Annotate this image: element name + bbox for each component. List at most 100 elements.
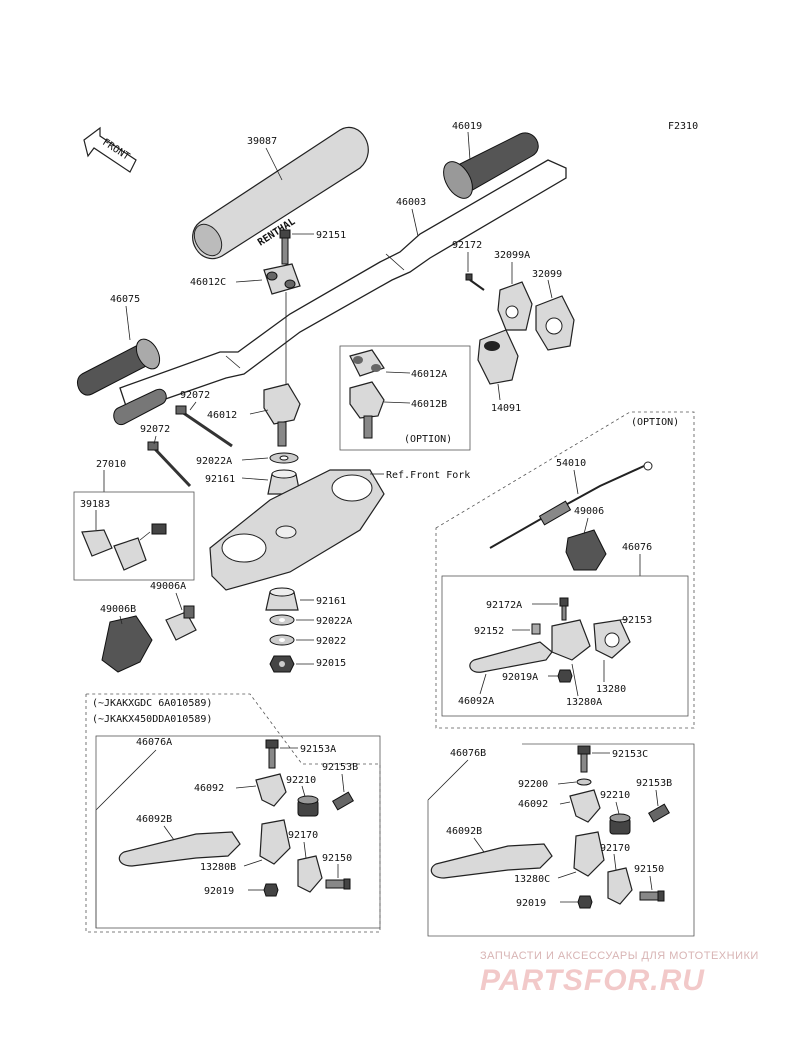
brake-lever-46092b-a bbox=[118, 831, 241, 867]
label-14091: 14091 bbox=[491, 403, 521, 414]
nut-92015 bbox=[269, 655, 295, 673]
label-92200: 92200 bbox=[518, 779, 548, 790]
option-clamp-box bbox=[339, 345, 471, 451]
bolt-92150-a bbox=[325, 878, 351, 890]
clutch-lever-assembly-box bbox=[441, 575, 689, 717]
label-27010: 27010 bbox=[96, 459, 126, 470]
label-46075: 46075 bbox=[110, 294, 140, 305]
label-92019-b: 92019 bbox=[516, 898, 546, 909]
option-label-clamp: (OPTION) bbox=[404, 434, 452, 445]
bolt-92153b-b bbox=[648, 803, 670, 823]
label-92161-lower: 92161 bbox=[316, 596, 346, 607]
vin-line-1: (~JKAKXGDC 6A010589) bbox=[92, 698, 212, 709]
label-46092b-a: 46092B bbox=[136, 814, 172, 825]
switch-assembly-box bbox=[73, 491, 195, 581]
watermark: ЗАПЧАСТИ И АКСЕССУАРЫ ДЛЯ МОТОТЕХНИКИ PA… bbox=[480, 950, 780, 998]
label-92015: 92015 bbox=[316, 658, 346, 669]
label-32099: 32099 bbox=[532, 269, 562, 280]
label-46092a: 46092A bbox=[458, 696, 494, 707]
label-46092b-b: 46092B bbox=[446, 826, 482, 837]
label-92210-b: 92210 bbox=[600, 790, 630, 801]
ref-front-fork: Ref.Front Fork bbox=[386, 470, 470, 481]
label-92153: 92153 bbox=[622, 615, 652, 626]
bolt-92153c bbox=[577, 745, 591, 773]
label-92022a-lower: 92022A bbox=[316, 616, 352, 627]
clamp-46012a bbox=[349, 349, 385, 377]
washer-92022a-upper bbox=[269, 452, 299, 464]
front-brake-lever-box-b bbox=[427, 743, 695, 937]
label-92161-upper: 92161 bbox=[205, 474, 235, 485]
bushing-92210-b bbox=[609, 813, 631, 835]
label-46092-b: 46092 bbox=[518, 799, 548, 810]
label-46076: 46076 bbox=[622, 542, 652, 553]
label-92153b-a: 92153B bbox=[322, 762, 358, 773]
label-92152: 92152 bbox=[474, 626, 504, 637]
label-49006: 49006 bbox=[574, 506, 604, 517]
label-92172a: 92172A bbox=[486, 600, 522, 611]
watermark-tagline: ЗАПЧАСТИ И АКСЕССУАРЫ ДЛЯ МОТОТЕХНИКИ bbox=[480, 950, 759, 962]
screw-92172 bbox=[465, 273, 485, 291]
throttle-grip-46019 bbox=[443, 132, 539, 199]
perch-13280b bbox=[259, 819, 323, 893]
throttle-cover-14091 bbox=[477, 329, 519, 385]
label-46012c: 46012C bbox=[190, 277, 226, 288]
handlebar-46003 bbox=[119, 159, 567, 413]
kill-switch-39183 bbox=[81, 523, 167, 571]
cover-49006 bbox=[565, 529, 607, 571]
clutch-lever-46092a bbox=[469, 641, 553, 673]
label-46092-a: 46092 bbox=[194, 783, 224, 794]
label-13280a: 13280A bbox=[566, 697, 602, 708]
screw-92152 bbox=[531, 623, 541, 635]
lever-46092-a bbox=[255, 773, 287, 807]
washer-92200 bbox=[576, 778, 592, 786]
nut-92019-b bbox=[577, 895, 593, 909]
label-54010: 54010 bbox=[556, 458, 586, 469]
label-92153b-b: 92153B bbox=[636, 778, 672, 789]
label-92153c: 92153C bbox=[612, 749, 648, 760]
throttle-housing-32099a bbox=[497, 281, 533, 331]
bolt-92153b-a bbox=[332, 791, 354, 811]
vin-section-border bbox=[85, 693, 381, 933]
label-46012: 46012 bbox=[207, 410, 237, 421]
label-92150-b: 92150 bbox=[634, 864, 664, 875]
adjuster-49006a bbox=[165, 605, 197, 641]
vin-line-2: (~JKAKX450DDA010589) bbox=[92, 714, 212, 725]
cable-tie-92072-a bbox=[175, 405, 233, 448]
screw-92172a bbox=[559, 597, 569, 621]
label-92019a: 92019A bbox=[502, 672, 538, 683]
label-39183: 39183 bbox=[80, 499, 110, 510]
label-92022a-upper: 92022A bbox=[196, 456, 232, 467]
washer-92022a-lower bbox=[269, 614, 295, 626]
label-49006b: 49006B bbox=[100, 604, 136, 615]
label-92210-a: 92210 bbox=[286, 775, 316, 786]
clutch-perch-13280 bbox=[551, 619, 631, 661]
front-brake-lever-box-a bbox=[95, 735, 381, 929]
label-92153a: 92153A bbox=[300, 744, 336, 755]
front-arrow-icon: FRONT bbox=[83, 126, 137, 173]
nut-92019-a bbox=[263, 883, 279, 897]
label-46076a: 46076A bbox=[136, 737, 172, 748]
label-32099a: 32099A bbox=[494, 250, 530, 261]
lever-cover-49006b bbox=[101, 615, 153, 673]
throttle-housing-32099 bbox=[535, 295, 575, 351]
watermark-brand: PARTSFOR.RU bbox=[480, 964, 705, 997]
label-46012a: 46012A bbox=[411, 369, 447, 380]
label-92170-a: 92170 bbox=[288, 830, 318, 841]
label-39087: 39087 bbox=[247, 136, 277, 147]
perch-13280c bbox=[573, 831, 633, 905]
label-13280c: 13280C bbox=[514, 874, 550, 885]
label-92022: 92022 bbox=[316, 636, 346, 647]
cable-tie-92072-b bbox=[147, 441, 192, 488]
bushing-92210-a bbox=[297, 795, 319, 817]
label-46076b: 46076B bbox=[450, 748, 486, 759]
label-92019-a: 92019 bbox=[204, 886, 234, 897]
lower-clamp-46012 bbox=[263, 383, 301, 447]
label-13280: 13280 bbox=[596, 684, 626, 695]
upper-triple-clamp bbox=[209, 469, 385, 591]
brake-lever-46092b-b bbox=[430, 843, 553, 879]
label-92072-b: 92072 bbox=[140, 424, 170, 435]
label-46019: 46019 bbox=[452, 121, 482, 132]
option-section-border bbox=[435, 411, 695, 729]
